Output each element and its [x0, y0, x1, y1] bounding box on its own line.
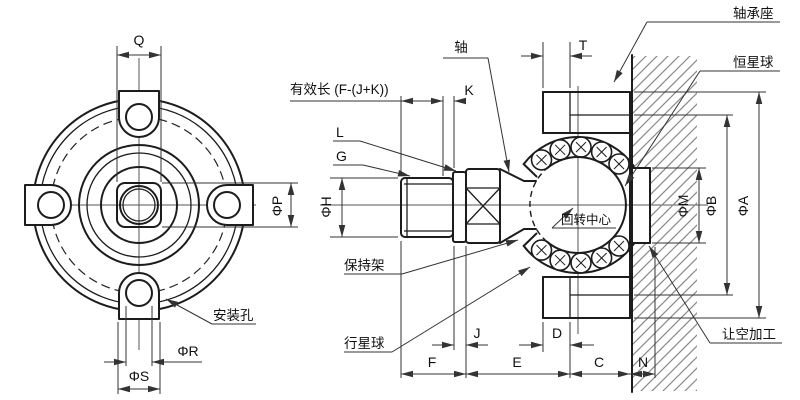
planet-ball	[549, 249, 571, 272]
planet-ball	[590, 247, 613, 269]
dim-label-K: K	[464, 82, 474, 98]
planet-ball	[608, 153, 630, 175]
side-view	[320, 54, 708, 393]
label-cage: 保持架	[344, 258, 385, 273]
center-square-socket	[116, 182, 162, 228]
star-ball	[529, 156, 627, 254]
front-dimensions: Q ΦP ΦR ΦS 安装孔	[104, 32, 298, 394]
hex-nut	[465, 168, 501, 244]
label-clearance: 让空加工	[722, 327, 776, 342]
label-planet-ball: 行星球	[344, 336, 385, 351]
dim-effective-length	[290, 96, 466, 176]
mounting-hole-left	[37, 191, 65, 219]
housing-circle-outer	[78, 144, 200, 266]
mounting-hole-right	[213, 191, 241, 219]
planet-ball	[570, 136, 592, 158]
dim-label-J: J	[474, 325, 481, 341]
bore-circle	[100, 166, 178, 244]
planet-balls	[530, 136, 630, 274]
front-view	[24, 58, 256, 350]
planet-ball	[530, 239, 553, 261]
leader-cage	[344, 239, 519, 275]
collar-section	[452, 171, 467, 243]
leader-rotation-center	[551, 207, 616, 229]
dim-label-Q: Q	[134, 32, 145, 48]
side-dimensions: 有效长 (F-(J+K)) K 轴 T L G ΦH	[290, 6, 782, 378]
dim-label-E: E	[512, 354, 521, 370]
planet-ball	[570, 252, 592, 274]
bottom-extension-lines	[400, 241, 656, 378]
dim-label-phiB: ΦB	[703, 196, 719, 217]
dim-phiP	[162, 182, 298, 228]
dim-label-N: N	[638, 354, 648, 370]
planet-ball	[530, 149, 553, 171]
dim-label-L: L	[336, 124, 344, 140]
dim-label-phiA: ΦA	[735, 195, 751, 216]
leader-mounting-hole	[165, 298, 256, 325]
wall	[631, 54, 651, 393]
label-bearing-seat: 轴承座	[733, 6, 774, 21]
housing-circle-inner	[86, 152, 192, 258]
dim-label-phiP: ΦP	[269, 196, 285, 217]
thread-section	[400, 177, 454, 238]
dim-phiB	[634, 114, 733, 296]
mounting-hole-bottom	[125, 279, 153, 307]
dim-label-D: D	[552, 325, 562, 341]
dim-label-phiR: ΦR	[177, 343, 198, 359]
leader-star-ball	[624, 70, 780, 187]
leader-shaft	[443, 57, 511, 173]
dim-phiS	[117, 322, 161, 394]
dim-label-T: T	[579, 37, 588, 53]
label-star-ball: 恒星球	[733, 55, 774, 70]
mounting-bosses	[24, 90, 254, 320]
dim-label-phiM: ΦM	[675, 195, 691, 218]
leader-planet-ball	[344, 266, 531, 353]
planet-ball	[549, 139, 571, 161]
label-shaft: 轴	[454, 40, 468, 55]
dim-label-phiS: ΦS	[129, 368, 150, 384]
center-hole-outer	[119, 185, 159, 225]
side-centerlines	[320, 86, 708, 334]
label-effective-length: 有效长 (F-(J+K))	[290, 82, 389, 97]
dim-T	[521, 42, 592, 88]
center-hole-inner	[122, 188, 156, 222]
dim-Q	[116, 46, 162, 182]
label-mounting-hole: 安装孔	[213, 308, 254, 323]
label-rotation-center: 回转中心	[561, 212, 612, 227]
shaft-assembly	[400, 168, 537, 244]
dim-label-phiH: ΦH	[318, 196, 334, 217]
dim-label-C: C	[594, 354, 604, 370]
planet-ball	[608, 235, 630, 257]
dim-label-F: F	[428, 354, 437, 370]
neck	[499, 168, 537, 244]
dim-label-G: G	[336, 148, 347, 164]
leader-L	[333, 140, 457, 172]
mounting-hole-top	[125, 103, 153, 131]
bearing-housing	[542, 91, 631, 319]
dim-phiM	[652, 167, 706, 244]
leader-bearing-seat	[613, 21, 780, 83]
dim-phiA	[634, 91, 766, 319]
dim-phiH	[330, 177, 398, 238]
leader-G	[333, 164, 411, 177]
